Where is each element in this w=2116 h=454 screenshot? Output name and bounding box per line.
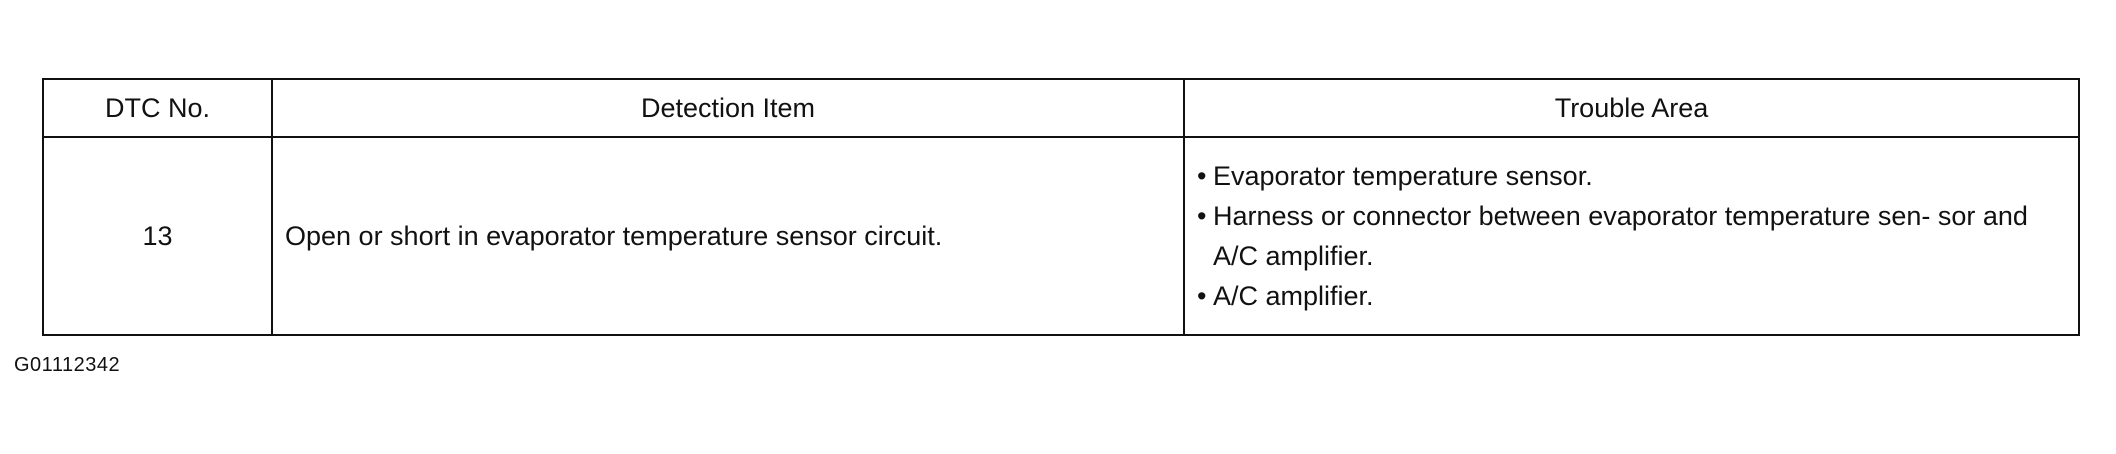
cell-trouble-area: • Evaporator temperature sensor. • Harne… (1183, 136, 2080, 336)
header-trouble-area: Trouble Area (1183, 78, 2080, 138)
dtc-table: DTC No. Detection Item Trouble Area 13 O… (42, 78, 2080, 336)
trouble-area-list: • Evaporator temperature sensor. • Harne… (1197, 156, 2070, 316)
trouble-area-text: Harness or connector between evaporator … (1213, 201, 2028, 271)
trouble-area-item: • A/C amplifier. (1197, 276, 2070, 316)
bullet-icon: • (1197, 161, 1207, 191)
bullet-icon: • (1197, 281, 1207, 311)
table-row: 13 Open or short in evaporator temperatu… (42, 136, 2080, 336)
trouble-area-text: Evaporator temperature sensor. (1213, 161, 1593, 191)
trouble-area-text: A/C amplifier. (1213, 281, 1374, 311)
trouble-area-item: • Evaporator temperature sensor. (1197, 156, 2070, 196)
cell-detection-item: Open or short in evaporator temperature … (271, 136, 1185, 336)
figure-id: G01112342 (14, 354, 121, 376)
bullet-icon: • (1197, 201, 1207, 231)
header-detection-item: Detection Item (271, 78, 1185, 138)
header-dtc-no: DTC No. (42, 78, 273, 138)
cell-dtc-no: 13 (42, 136, 273, 336)
table-header-row: DTC No. Detection Item Trouble Area (42, 78, 2080, 138)
trouble-area-item: • Harness or connector between evaporato… (1197, 196, 2070, 276)
